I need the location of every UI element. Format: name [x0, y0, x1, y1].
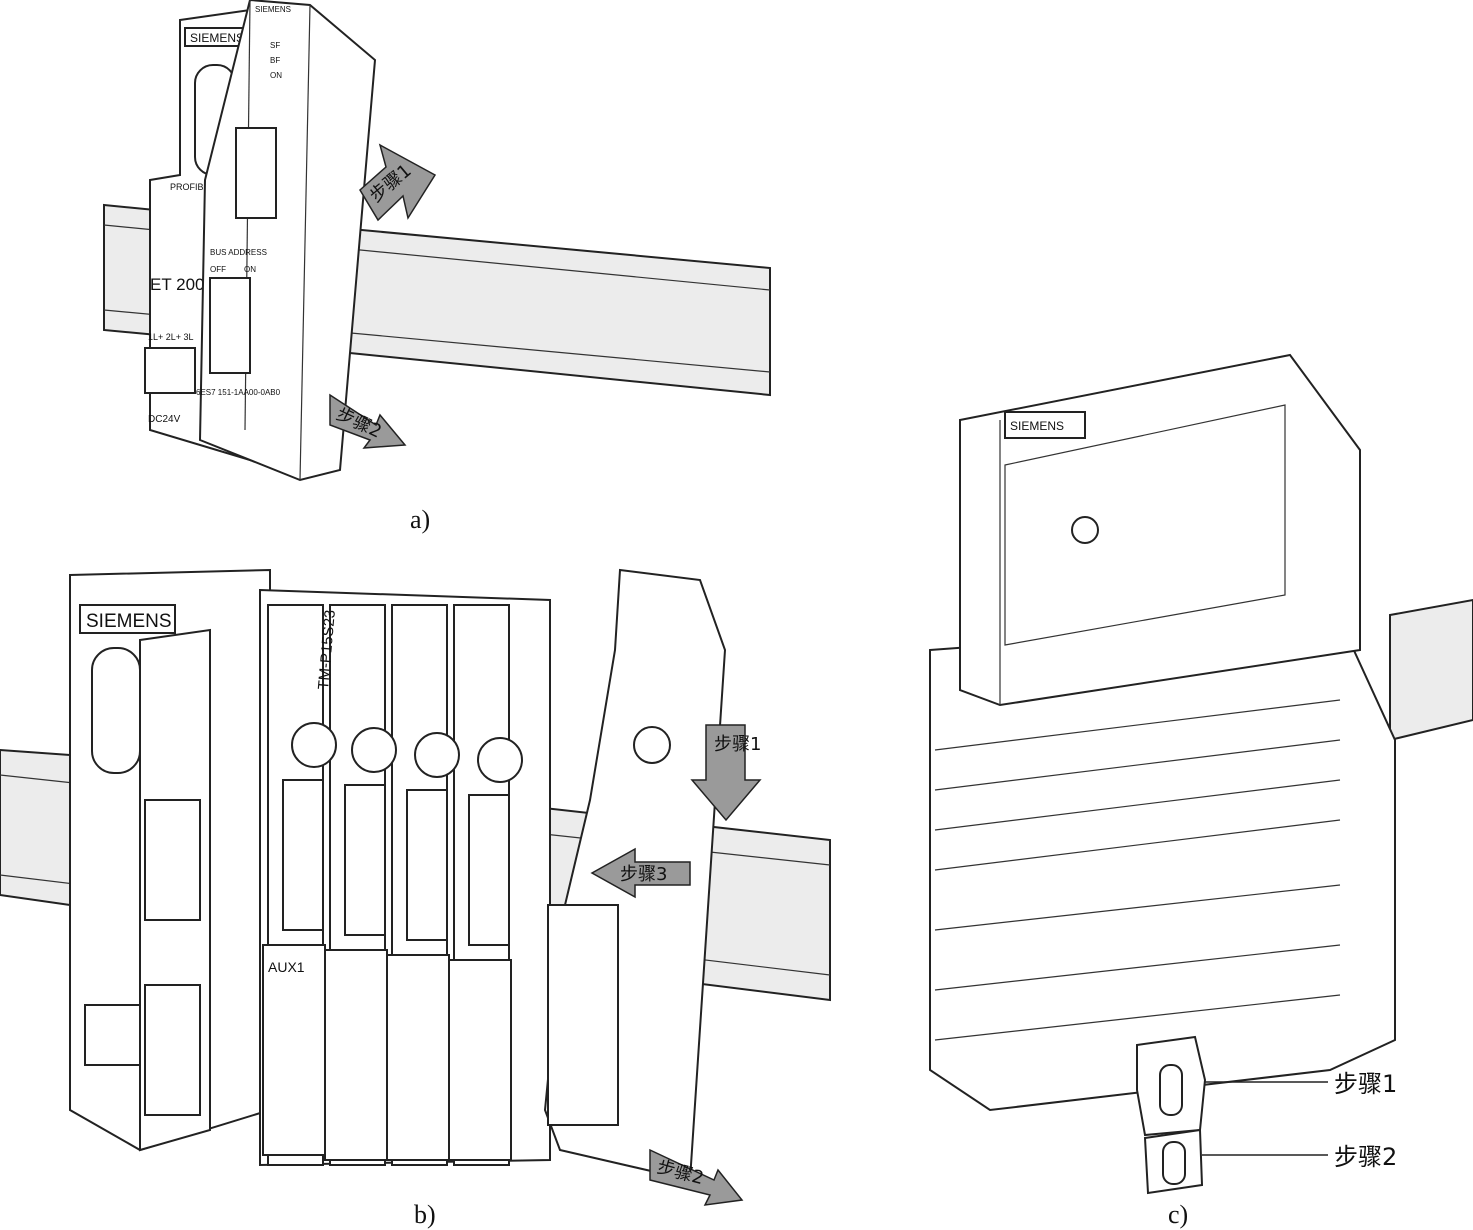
panel-c: SIEMENS 步骤1 步骤2 c)	[929, 353, 1473, 1229]
step-1-label-b: 步骤1	[714, 734, 761, 755]
step-2-arrow-b: 步骤2	[649, 1148, 744, 1206]
bus-label: PROFIBUS-DP	[170, 182, 232, 192]
brand-label-b: SIEMENS	[86, 611, 172, 632]
led-on: ON	[270, 71, 282, 80]
led-bf: BF	[270, 56, 280, 65]
step-2-label-c: 步骤2	[1334, 1143, 1397, 1171]
electronics-module-c	[959, 353, 1361, 707]
terminal-rows-c	[934, 699, 1341, 1041]
module-tag: SIEMENS	[255, 5, 291, 14]
step-3-label-b: 步骤3	[620, 864, 667, 885]
aux-label: AUX1	[268, 959, 305, 975]
panel-a: SIEMENS PROFIBUS-DP ET 200 1L+ 2L+ 3L DC…	[103, 0, 771, 534]
module-name: ET 200	[150, 275, 205, 294]
caption-a: a)	[410, 505, 430, 534]
terminal-label: 1L+ 2L+ 3L	[148, 332, 194, 342]
brand-label-c: SIEMENS	[1010, 419, 1064, 433]
brand-label: SIEMENS	[190, 31, 244, 45]
module-label-b: TM-P15S23	[315, 609, 339, 690]
step-1-arrow-a: 步骤1	[359, 143, 437, 222]
led-sf: SF	[270, 41, 280, 50]
off-label: OFF	[210, 265, 226, 274]
part-number: 6ES7 151-1AA00-0AB0	[196, 388, 281, 397]
on-label: ON	[244, 265, 256, 274]
step-3-arrow-b: 步骤3	[590, 847, 691, 899]
step-1-label-c: 步骤1	[1334, 1070, 1397, 1098]
caption-b: b)	[414, 1200, 436, 1229]
panel-b: SIEMENS TM-P15S23 AUX1	[0, 568, 831, 1229]
din-rail-c	[1389, 598, 1473, 742]
supply-label: DC24V	[148, 414, 181, 425]
step-1-arrow-b: 步骤1	[690, 724, 762, 822]
caption-c: c)	[1168, 1200, 1188, 1229]
base-unit-group: TM-P15S23 AUX1	[259, 588, 551, 1167]
address-label: BUS ADDRESS	[210, 248, 267, 257]
